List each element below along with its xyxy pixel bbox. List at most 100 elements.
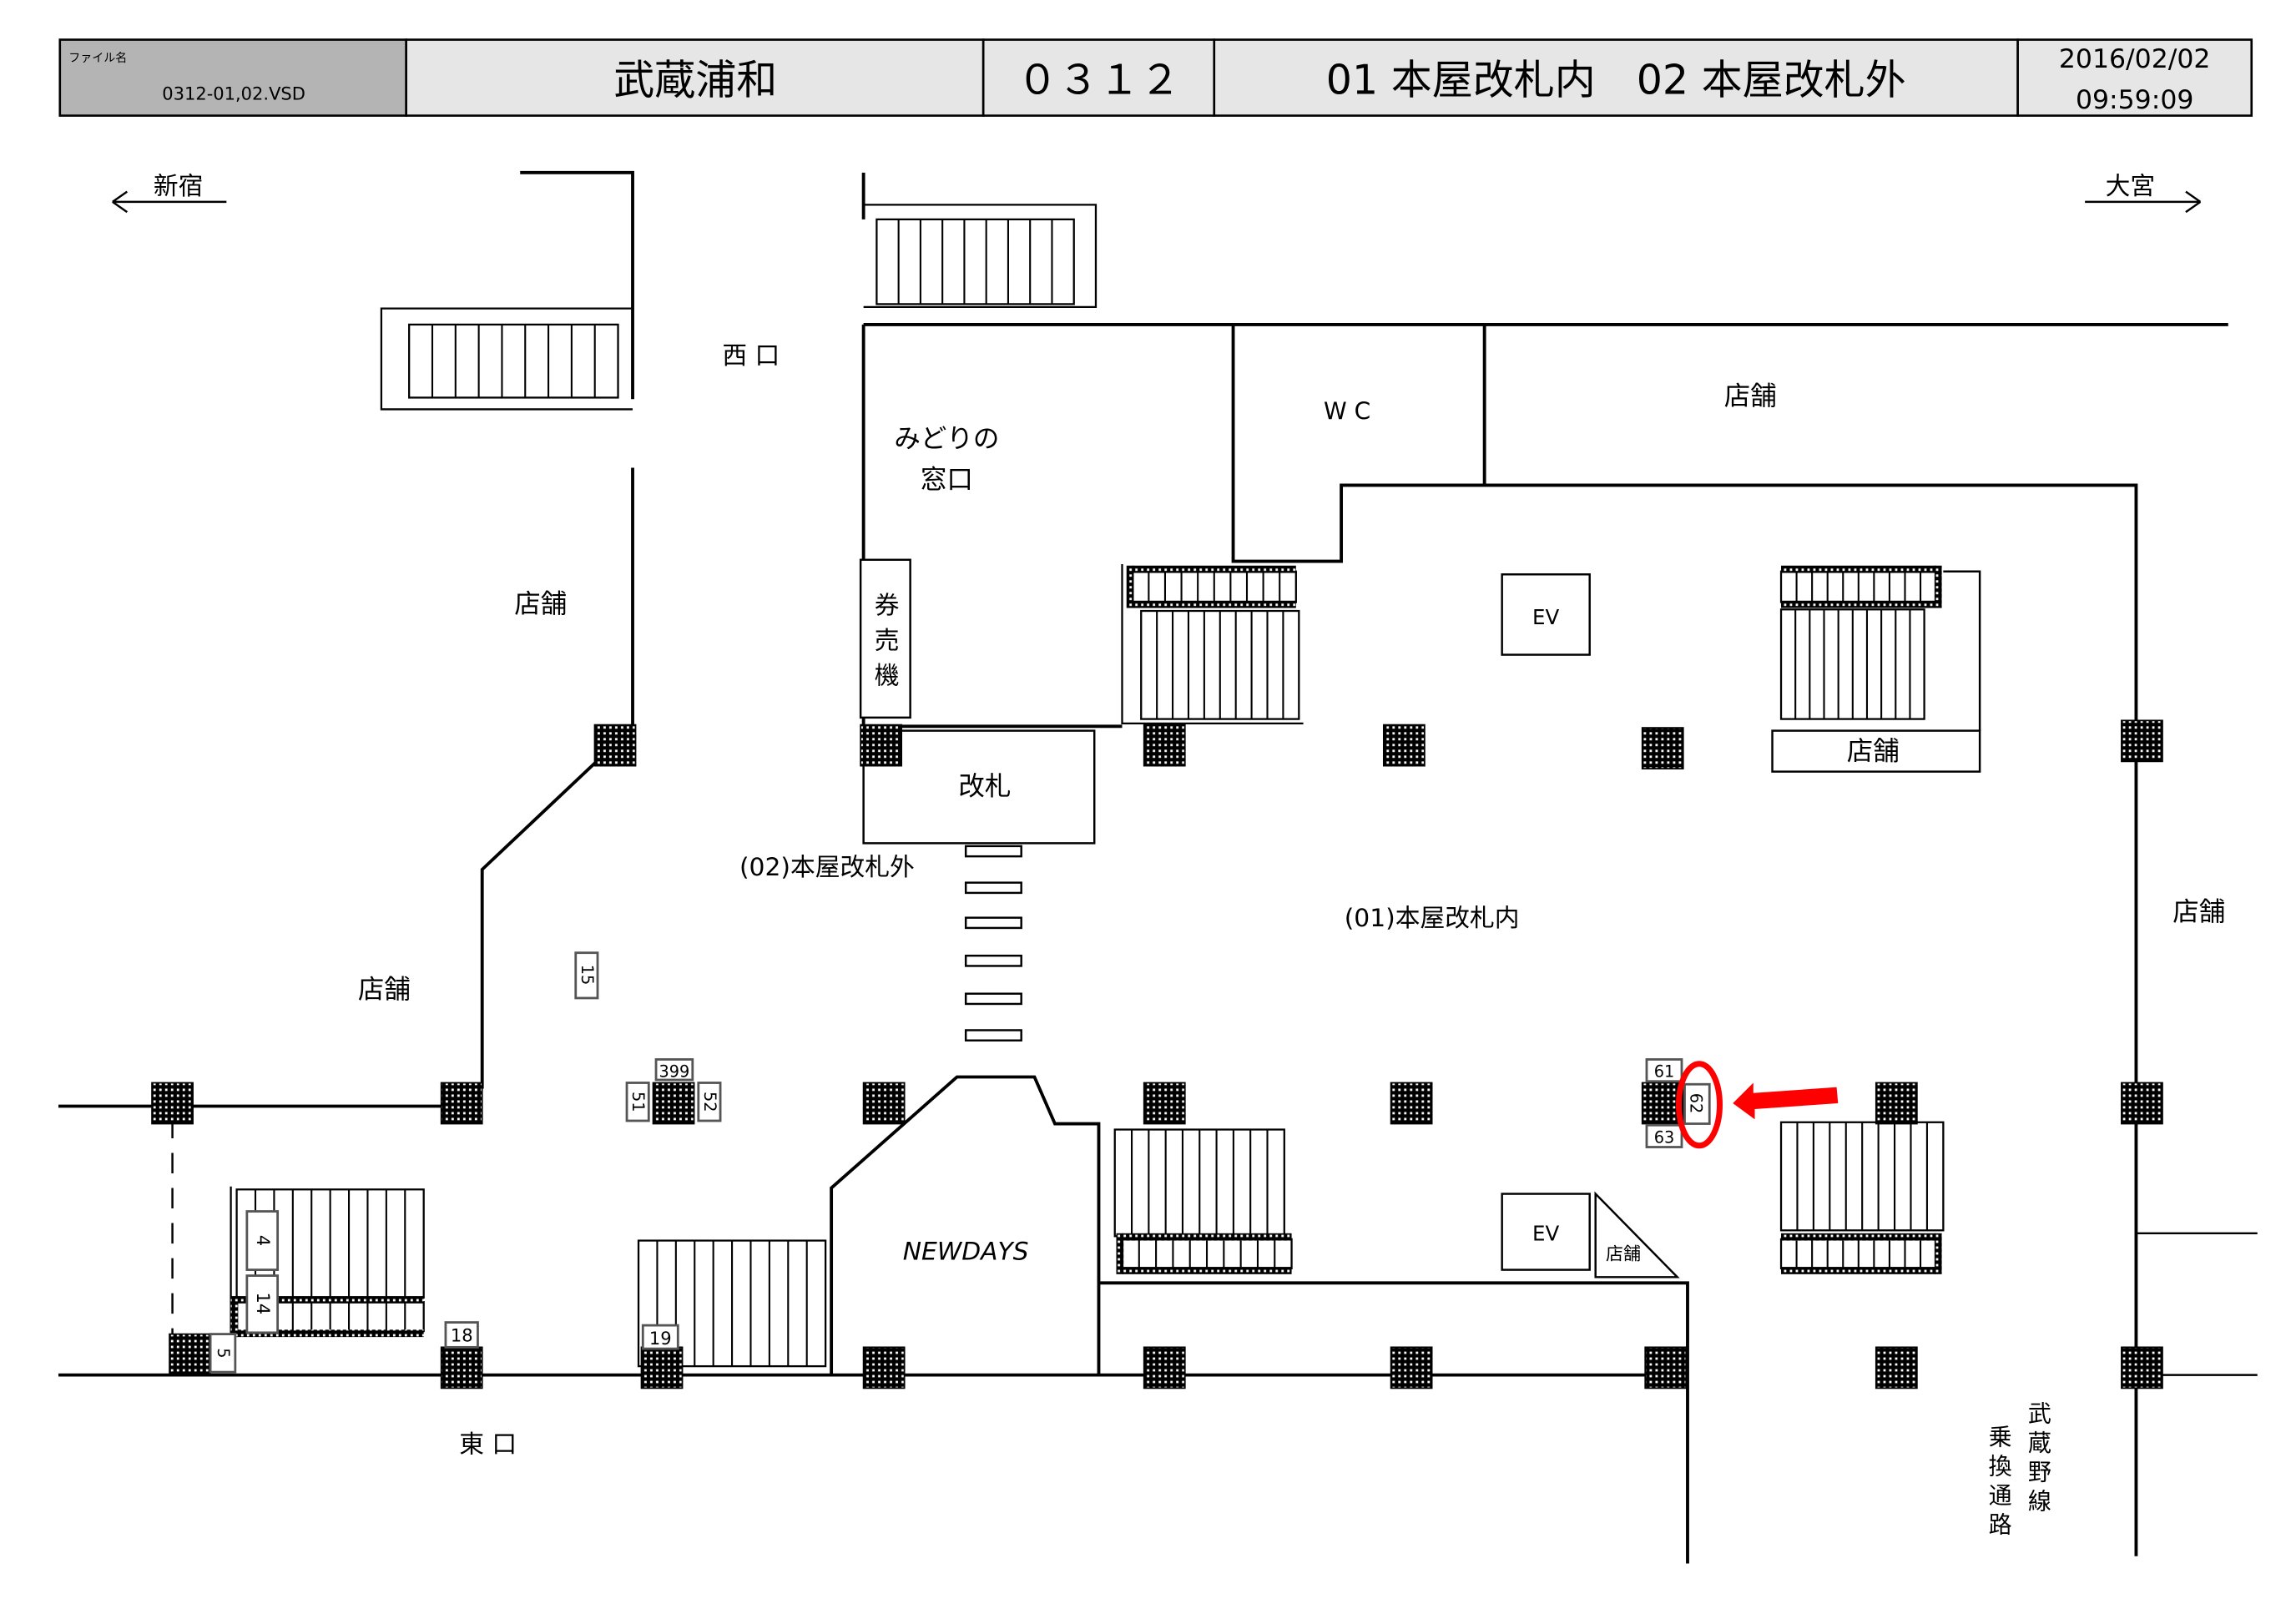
ad-tag-51[interactable]: 51	[625, 1082, 650, 1122]
east-exit-label: 東 口	[459, 1430, 517, 1459]
arrow-left-icon	[112, 190, 227, 214]
ad-tag-label: 4	[253, 1235, 273, 1246]
transfer-char: 蔵	[2028, 1430, 2051, 1457]
shop-label-north: 店舗	[1724, 381, 1777, 411]
ev-label-bottom: EV	[1532, 1222, 1559, 1246]
pillar	[2121, 719, 2163, 763]
ad-tag-14[interactable]: 14	[245, 1274, 280, 1334]
datetime-cell	[2016, 38, 2253, 117]
stairs	[230, 204, 1945, 1368]
pillar	[862, 1082, 906, 1125]
pillar	[2121, 1082, 2163, 1125]
areas-cell	[1213, 38, 2019, 117]
shop-label-west: 店舗	[514, 589, 567, 619]
pillar	[169, 1333, 211, 1376]
wc-label: W C	[1324, 398, 1370, 426]
pillar	[1644, 1346, 1688, 1389]
ticket-machine-box	[859, 558, 911, 719]
areas-title: 01 本屋改札内 02 本屋改札外	[1326, 56, 1906, 103]
midori-label-1: みどりの	[894, 424, 999, 454]
file-cell	[58, 38, 407, 117]
pillar	[440, 1082, 483, 1125]
pillar	[2121, 1346, 2163, 1389]
direction-left-label: 新宿	[154, 172, 204, 201]
ticket-machine-label-3: 機	[875, 662, 900, 691]
direction-right: 大宮	[2085, 172, 2202, 214]
ad-tag-52[interactable]: 52	[697, 1082, 722, 1122]
pillar	[640, 1346, 684, 1389]
ad-tag-label: 14	[253, 1292, 273, 1314]
ad-tag-62[interactable]: 62	[1683, 1082, 1711, 1125]
midori-label-2: 窓口	[921, 465, 973, 495]
staircase	[1113, 1128, 1285, 1238]
ad-tag-63[interactable]: 63	[1645, 1123, 1683, 1148]
ad-tag-4[interactable]: 4	[245, 1210, 280, 1271]
shop-label-stair: 店舗	[1847, 737, 1900, 767]
shop-box-right	[1771, 729, 1981, 773]
header-date: 2016/02/02	[2059, 44, 2211, 74]
ad-tag-label: 18	[451, 1325, 473, 1345]
shop-label-southwest: 店舗	[358, 975, 411, 1005]
station-code-cell	[981, 38, 1216, 117]
pillar	[860, 724, 903, 767]
staircase	[1779, 608, 1925, 720]
station-code: ０３１２	[1017, 56, 1180, 103]
pillar	[1143, 1346, 1186, 1389]
transfer-char: 換	[1989, 1453, 2012, 1480]
ad-tag-label: 63	[1654, 1127, 1675, 1147]
pillar	[440, 1346, 483, 1389]
pillars	[151, 719, 2163, 1389]
ad-tag-19[interactable]: 19	[641, 1324, 679, 1350]
rooms	[859, 558, 1981, 1279]
pillar	[1143, 724, 1186, 767]
staircase	[1140, 609, 1300, 720]
file-name: 0312-01,02.VSD	[162, 83, 305, 103]
gate-slots	[964, 845, 1022, 1041]
ad-tag-61[interactable]: 61	[1645, 1058, 1683, 1083]
ad-tag-15[interactable]: 15	[574, 951, 599, 1000]
shop-label-triangle: 店舗	[1606, 1243, 1641, 1263]
ad-tag-label: 52	[700, 1092, 719, 1112]
ad-tag-18[interactable]: 18	[444, 1321, 479, 1349]
ad-tag-label: 62	[1686, 1093, 1705, 1113]
transfer-char: 路	[1989, 1511, 2012, 1539]
direction-left: 新宿	[112, 172, 227, 214]
pillar	[1390, 1082, 1433, 1125]
staircase	[1779, 1121, 1945, 1232]
highlight-ellipse	[1675, 1061, 1723, 1149]
highlight-marker	[1675, 1061, 1839, 1149]
area-outside-label: (02)本屋改札外	[739, 853, 915, 882]
direction-right-label: 大宮	[2106, 172, 2156, 201]
gate-label: 改札	[958, 772, 1011, 802]
ad-tag-label: 399	[659, 1062, 690, 1081]
ad-tag-5[interactable]: 5	[209, 1333, 237, 1374]
area-inside-label: (01)本屋改札内	[1345, 904, 1520, 933]
shop-triangle	[1594, 1191, 1680, 1279]
pillar	[1390, 1346, 1433, 1389]
west-exit-label: 西 口	[722, 341, 780, 371]
transfer-char: 乗	[1989, 1424, 2012, 1451]
pillar	[1143, 1082, 1186, 1125]
header-bar: ファイル名 0312-01,02.VSD 武蔵浦和 ０３１２ 01 本屋改札内 …	[58, 38, 2253, 117]
staircase	[1779, 565, 1942, 608]
ticket-machine-label-2: 売	[875, 627, 900, 656]
ad-tag-label: 51	[628, 1092, 648, 1112]
pillar	[1641, 727, 1684, 769]
ad-tags: 399 51 52 15 4 14 5 18	[209, 951, 1711, 1374]
header-time: 09:59:09	[2076, 85, 2193, 115]
staircase	[876, 218, 1075, 305]
ad-tag-399[interactable]: 399	[654, 1058, 694, 1081]
station-name-cell	[405, 38, 985, 117]
transfer-char: 野	[2028, 1459, 2051, 1486]
ad-tag-label: 61	[1654, 1062, 1675, 1081]
pillar	[862, 1346, 906, 1389]
station-name: 武蔵浦和	[613, 56, 777, 103]
pillar	[1875, 1082, 1918, 1125]
ticket-machine-label-1: 券	[875, 592, 900, 621]
pillar	[593, 724, 637, 767]
pillar	[151, 1082, 194, 1125]
ev-label-top: EV	[1532, 605, 1559, 629]
newdays-label: NEWDAYS	[903, 1237, 1029, 1266]
